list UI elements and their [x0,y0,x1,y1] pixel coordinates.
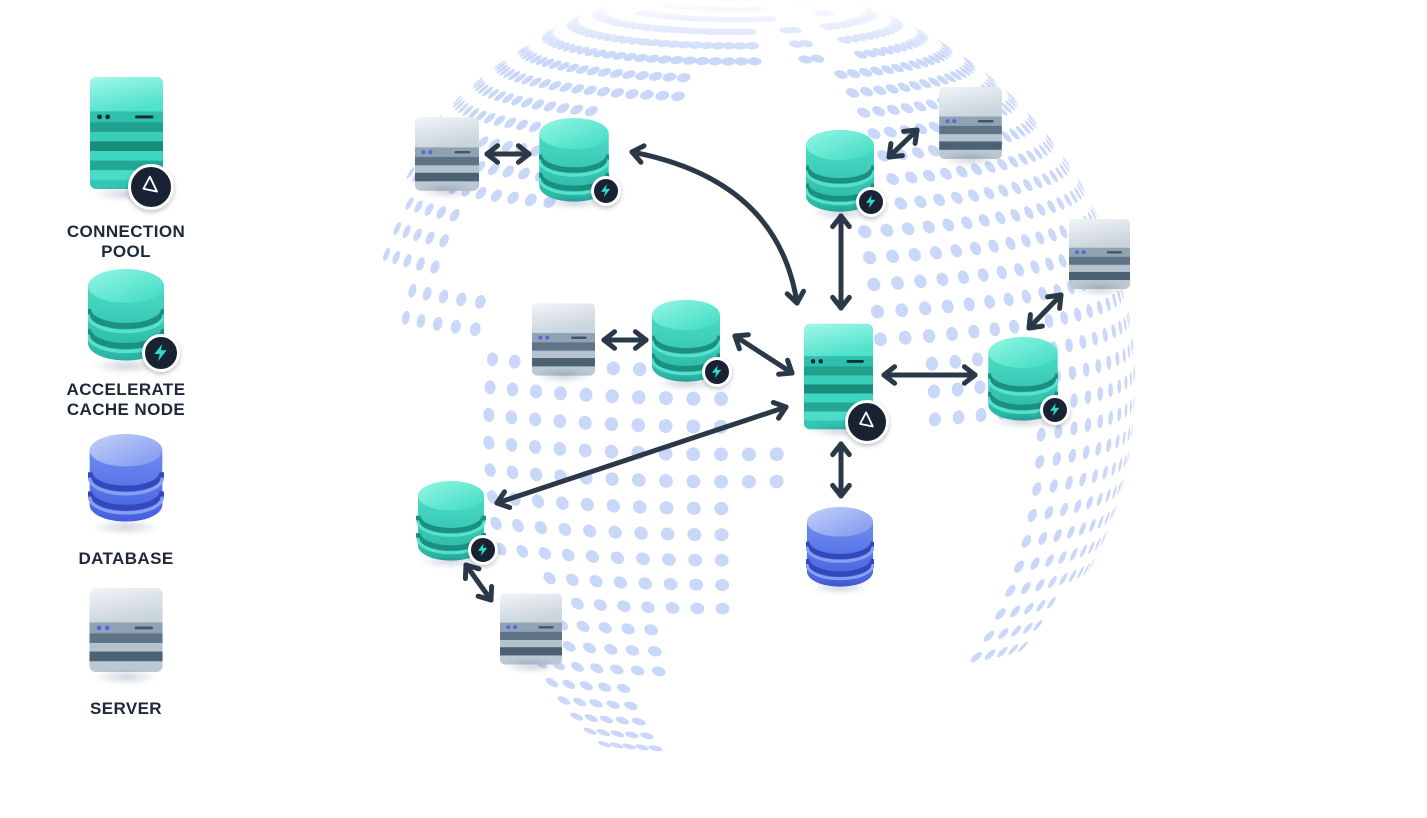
arrow-cache-e-server-e [1026,292,1064,331]
server-box [89,588,163,672]
server-icon [89,588,163,685]
node-shadow [654,375,718,391]
cache-node-north [806,129,886,221]
server-box [500,593,562,665]
node-shadow [91,669,161,685]
database-cylinder [86,434,166,522]
server-west [532,303,595,384]
database-south [806,507,874,595]
lightning-badge [468,535,498,565]
server-box [939,87,1002,159]
server-box [532,303,595,376]
lightning-bolt-icon [601,184,611,198]
node-shadow [941,151,1000,167]
arrow-cache-n-pool [830,213,852,311]
prisma-logo-icon [142,176,158,193]
arrow-server-nw-cache-nw [484,143,532,165]
server-northwest [415,117,479,199]
node-shadow [91,519,161,535]
database-cylinder [806,507,874,587]
lightning-bolt-icon [1050,403,1060,417]
arrow-cache-sw-server-sw [462,562,495,603]
prisma-logo-icon [859,411,874,428]
cache-node-northwest [539,118,621,210]
server-east [1068,219,1131,297]
server-box [804,323,873,430]
server-box [89,77,163,189]
arrow-cache-w-pool [732,332,795,377]
lightning-badge [591,176,621,206]
arrow-pool-cache-e [881,364,978,386]
legend-label-server: SERVER [89,699,162,718]
arrow-pool-cache-sw [494,400,789,510]
legend-item-accelerate-cache-node: ACCELERATE CACHE NODE [36,269,216,419]
prisma-badge [845,400,889,444]
legend-label-connection-pool: CONNECTION POOL [66,222,186,261]
arrow-cache-nw-pool [629,143,807,306]
connection-pool-center [804,323,889,444]
legend-item-server: SERVER [36,588,216,719]
node-shadow [502,658,560,674]
cache-node-east [988,337,1070,429]
server-northeast [939,87,1002,167]
node-shadow [417,183,477,199]
server-box [1068,219,1131,289]
lightning-badge [856,187,886,217]
lightning-badge [142,334,180,372]
accelerate-cache-node-icon [85,269,180,374]
lightning-bolt-icon [154,344,168,362]
database-cylinder [539,118,609,202]
database-cylinder [416,481,486,561]
legend-item-connection-pool: CONNECTION POOL [36,77,216,261]
node-shadow [541,194,607,210]
cache-node-southwest [416,481,498,569]
prisma-badge [127,164,174,210]
legend-item-database: DATABASE [36,434,216,569]
node-shadow [808,579,872,595]
cache-node-west [652,299,732,391]
node-shadow [418,553,484,569]
node-shadow [1070,281,1129,297]
arrow-server-w-cache-w [601,329,649,351]
lightning-badge [702,357,732,387]
lightning-bolt-icon [866,195,876,209]
legend-label-database: DATABASE [78,549,174,568]
lightning-badge [1040,395,1070,425]
connection-pool-icon [89,77,174,210]
node-shadow [534,368,593,384]
node-shadow [808,205,872,221]
server-southwest [500,592,562,674]
lightning-bolt-icon [712,365,722,379]
arrow-cache-n-server-ne [886,127,920,160]
server-box [415,117,479,191]
legend-label-accelerate-cache-node: ACCELERATE CACHE NODE [66,380,186,419]
node-shadow [990,413,1056,429]
lightning-bolt-icon [478,543,488,557]
database-icon [86,434,166,535]
arrow-pool-database-s [830,441,852,499]
